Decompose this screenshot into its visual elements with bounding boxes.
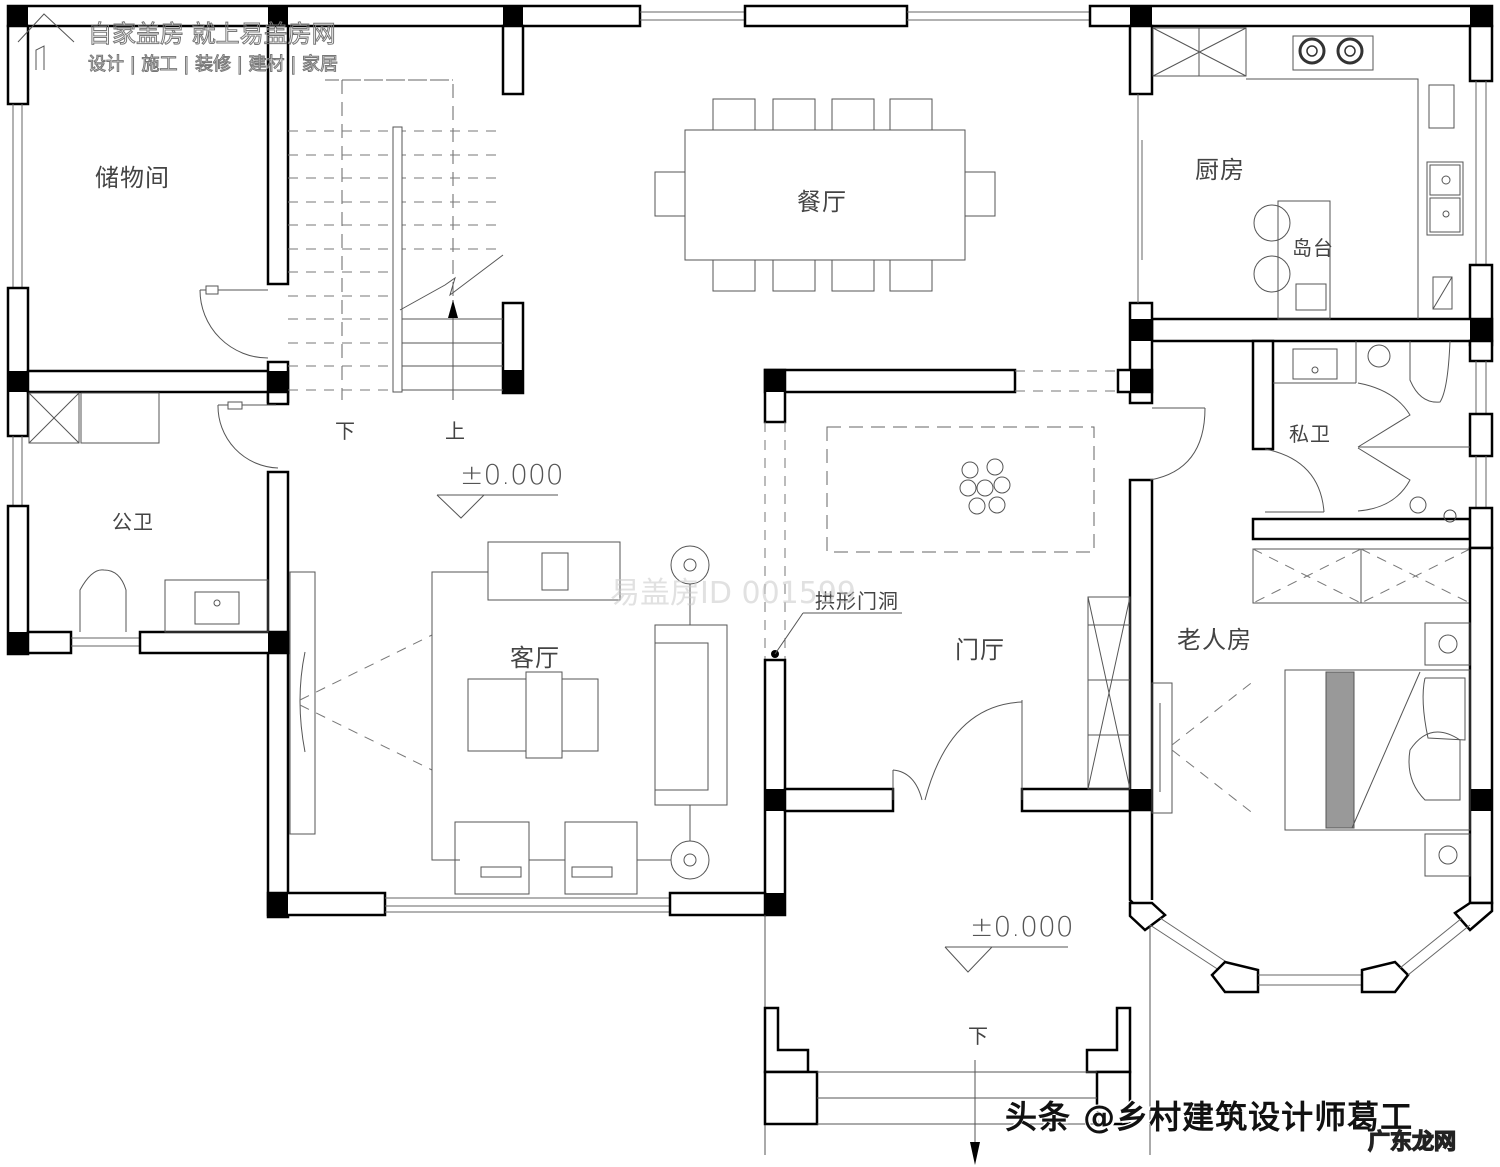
porch	[763, 915, 1151, 1165]
house-logo-icon	[17, 13, 75, 70]
watermark-top-line2: 设计 | 施工 | 装修 | 建材 | 家居	[87, 54, 339, 76]
elevation-porch-label: ±0.000	[970, 910, 1074, 943]
public-bath-walls	[8, 390, 290, 919]
living-room	[266, 541, 767, 917]
elder-wardrobe	[1252, 548, 1471, 604]
room-label-storage: 储物间	[95, 164, 170, 192]
staircase	[288, 24, 525, 400]
room-label-dining: 餐厅	[797, 188, 847, 216]
arch-door-label: 拱形门洞	[815, 589, 899, 613]
elevation-main-label: ±0.000	[460, 458, 564, 491]
stair-treads	[288, 130, 503, 391]
watermark-top-line1: 自家盖房 就上易盖房网	[88, 20, 337, 49]
room-label-elder: 老人房	[1177, 626, 1252, 654]
stair-down-label: 下	[335, 419, 356, 443]
stair-up-label: 上	[445, 419, 466, 443]
kitchen-walls	[1128, 24, 1494, 405]
dining-table-set	[654, 98, 996, 292]
room-label-island: 岛台	[1292, 236, 1334, 260]
room-label-kitchen: 厨房	[1195, 156, 1245, 184]
storage-room-walls	[26, 24, 290, 404]
watermark-author: 头条 @乡村建筑设计师葛工	[1005, 1098, 1414, 1136]
watermark-site: 广东龙网	[1367, 1129, 1457, 1155]
room-label-living: 客厅	[510, 644, 560, 672]
porch-down-label: 下	[968, 1024, 989, 1048]
private-bath	[1251, 339, 1494, 550]
room-label-public-bath: 公卫	[112, 510, 154, 534]
elevation-markers	[436, 494, 1068, 973]
elder-room	[1128, 546, 1494, 994]
top-exterior-wall	[6, 4, 1494, 28]
left-exterior-wall	[6, 24, 30, 656]
watermark-center-id: 易盖房ID 001599	[610, 576, 857, 611]
chandelier-icon	[959, 458, 1011, 515]
room-label-private-bath: 私卫	[1289, 422, 1331, 446]
room-label-foyer: 门厅	[955, 636, 1005, 664]
foyer-walls	[763, 368, 1206, 917]
